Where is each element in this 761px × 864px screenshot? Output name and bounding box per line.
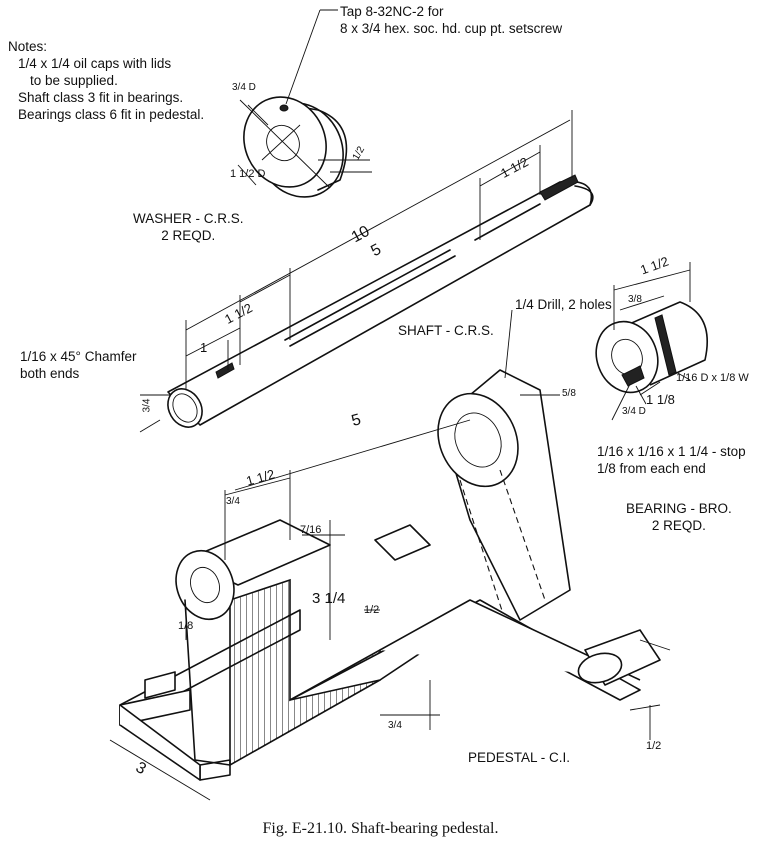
dim-bearing-od: 1 1/8 xyxy=(646,392,675,407)
drill-note: 1/4 Drill, 2 holes xyxy=(515,297,612,312)
stop-line-1: 1/16 x 1/16 x 1 1/4 - stop xyxy=(597,444,746,459)
dim-pedestal-top: 7/16 xyxy=(300,524,322,536)
dim-washer-bore: 3/4 D xyxy=(232,82,256,93)
dim-washer-diameter: 1 1/2 D xyxy=(230,168,266,180)
bearing-qty: 2 REQD. xyxy=(651,518,706,533)
notes-line-4: Bearings class 6 fit in pedestal. xyxy=(18,107,205,122)
dim-shaft-end-dia: 3/4 xyxy=(141,398,153,413)
pedestal-drawing xyxy=(109,309,671,801)
washer-drawing xyxy=(237,9,372,198)
chamfer-note: 1/16 x 45° Chamfer both ends xyxy=(20,348,136,382)
bearing-name: BEARING - BRO. xyxy=(626,501,732,516)
washer-label: WASHER - C.R.S. 2 REQD. xyxy=(133,210,244,244)
stop-line-2: 1/8 from each end xyxy=(597,461,706,476)
notes-block: Notes: 1/4 x 1/4 oil caps with lids to b… xyxy=(8,38,204,123)
pedestal-label: PEDESTAL - C.I. xyxy=(468,750,571,765)
dim-pedestal-flange: 5/8 xyxy=(562,388,576,399)
figure-caption: Fig. E-21.10. Shaft-bearing pedestal. xyxy=(262,820,499,837)
bearing-drawing xyxy=(595,262,709,421)
tap-note-line-1: Tap 8-32NC-2 for xyxy=(340,4,444,19)
notes-line-2: to be supplied. xyxy=(30,73,118,88)
chamfer-line-2: both ends xyxy=(20,366,80,381)
notes-title: Notes: xyxy=(8,39,48,54)
bearing-label: BEARING - BRO. 2 REQD. xyxy=(626,500,732,534)
stop-note: 1/16 x 1/16 x 1 1/4 - stop 1/8 from each… xyxy=(597,443,746,477)
dim-pedestal-height: 3 1/4 xyxy=(312,590,346,607)
chamfer-line-1: 1/16 x 45° Chamfer xyxy=(20,349,137,364)
tap-note: Tap 8-32NC-2 for 8 x 3/4 hex. soc. hd. c… xyxy=(340,3,562,37)
dim-shaft-end: 1 xyxy=(200,340,208,355)
dim-bearing-groove: 1/16 D x 1/8 W xyxy=(676,372,749,384)
dim-bearing-bore: 3/4 D xyxy=(622,406,646,417)
notes-line-1: 1/4 x 1/4 oil caps with lids xyxy=(18,56,172,71)
dim-bearing-flange: 3/8 xyxy=(628,294,642,305)
dim-pedestal-lug: 1/2 xyxy=(646,740,662,752)
tap-note-line-2: 8 x 3/4 hex. soc. hd. cup pt. setscrew xyxy=(340,21,563,36)
dim-pedestal-wall: 1/8 xyxy=(178,620,194,632)
shaft-drawing xyxy=(139,110,594,433)
washer-qty: 2 REQD. xyxy=(161,228,216,243)
dim-pedestal-boss: 3/4 xyxy=(226,496,240,507)
washer-name: WASHER - C.R.S. xyxy=(133,211,244,226)
shaft-label: SHAFT - C.R.S. xyxy=(398,323,494,338)
dim-pedestal-web: 1/2 xyxy=(364,604,380,616)
notes-line-3: Shaft class 3 fit in bearings. xyxy=(18,90,184,105)
dim-pedestal-base-t: 3/4 xyxy=(388,720,402,731)
